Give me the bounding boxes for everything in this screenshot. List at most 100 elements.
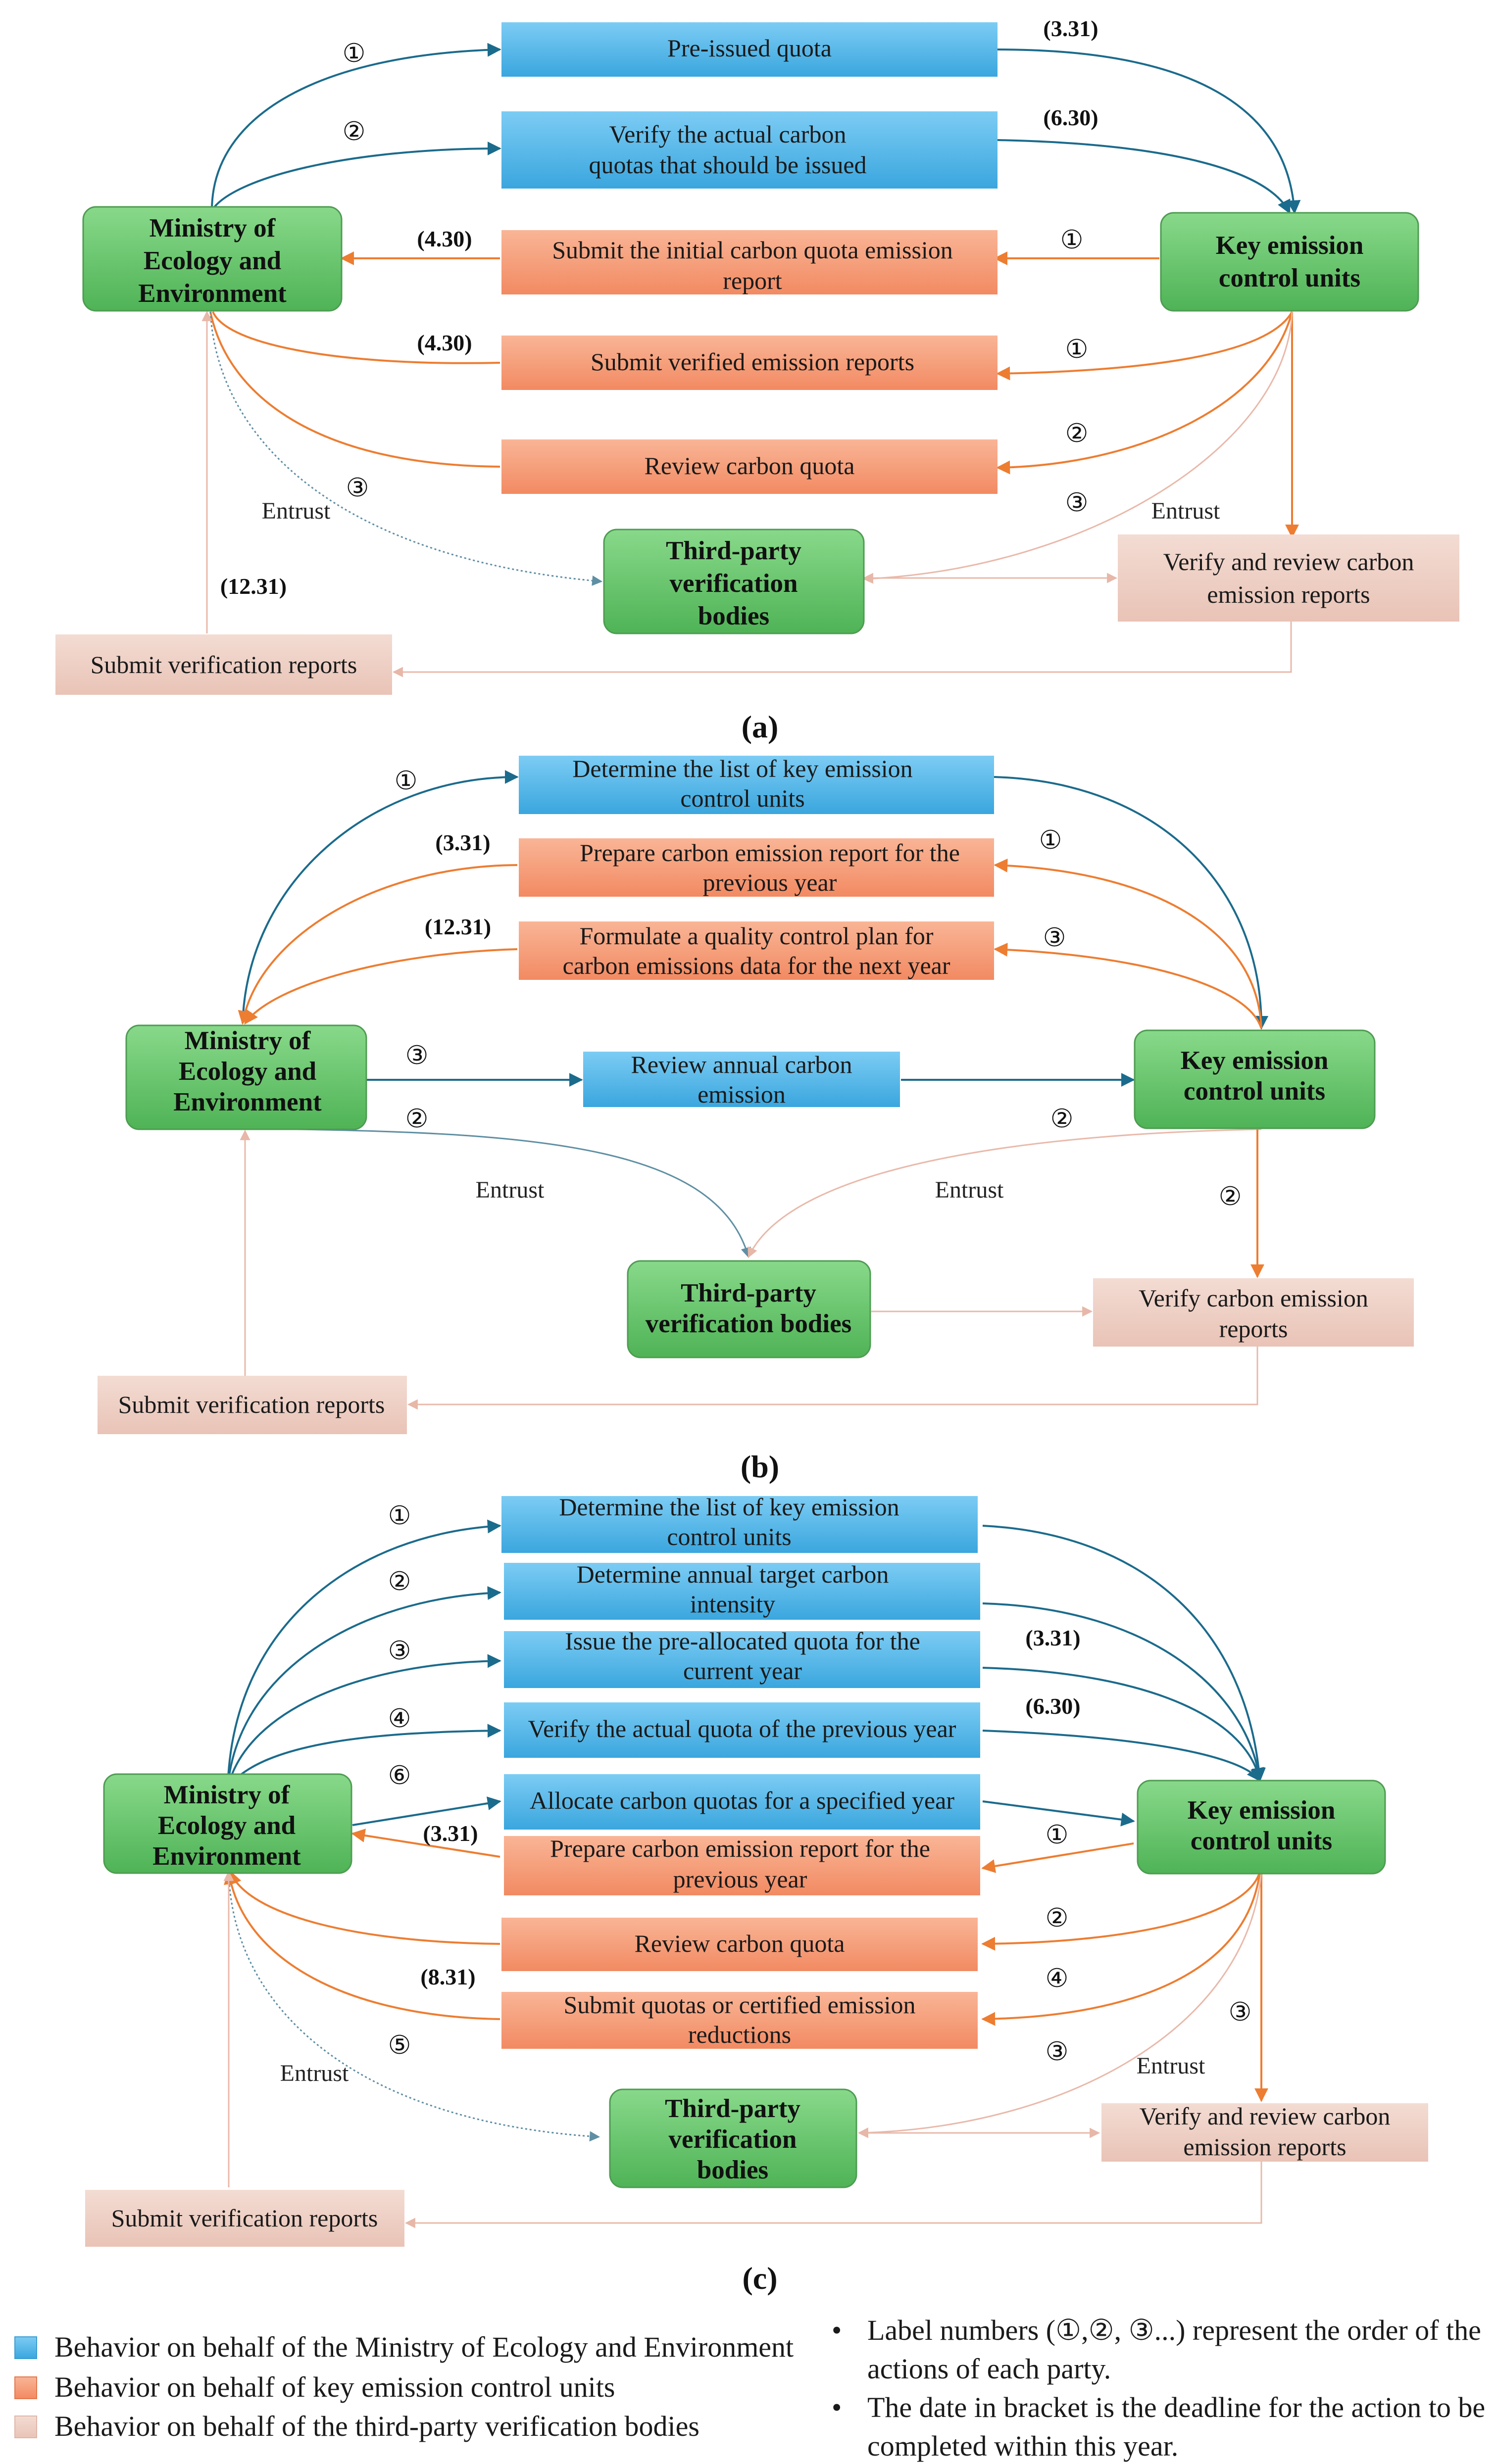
box-review-carbon-quota: Review carbon quota: [501, 439, 998, 494]
text-line: Ministry of: [185, 1026, 311, 1055]
text-line: Ministry of: [164, 1781, 291, 1809]
step-label: ②: [1050, 1104, 1074, 1134]
text-line: control units: [680, 784, 804, 812]
deadline-label: (3.31): [1043, 16, 1098, 41]
entity-text: Key emission control units: [1216, 231, 1364, 292]
step-label: ②: [1046, 1903, 1069, 1933]
text-line: Environment: [138, 279, 287, 308]
step-label: ②: [343, 117, 366, 146]
box-text: Submit the initial carbon quota emission…: [552, 236, 953, 294]
text-line: emission: [698, 1080, 786, 1108]
text-line: Environment: [173, 1088, 322, 1116]
text-line: previous year: [673, 1865, 807, 1893]
box-verify-actual-quota: Verify the actual quota of the previous …: [504, 1702, 980, 1758]
text-line: control units: [1191, 1827, 1332, 1855]
box-text: Pre-issued quota: [667, 34, 832, 62]
box-text: Allocate carbon quotas for a specified y…: [530, 1787, 954, 1814]
legend: Behavior on behalf of the Ministry of Ec…: [14, 2314, 1485, 2462]
note-line: actions of each party.: [867, 2353, 1111, 2385]
box-submit-verification-reports: Submit verification reports: [98, 1376, 407, 1434]
text-line: carbon emissions data for the next year: [562, 952, 950, 979]
text-line: Ecology and: [158, 1811, 296, 1840]
box-text: Submit verified emission reports: [591, 348, 914, 376]
text-line: bodies: [697, 2156, 768, 2184]
step-label: ③: [405, 1041, 429, 1070]
note-line: Label numbers (①,②, ③...) represent the …: [867, 2314, 1481, 2346]
text-line: intensity: [690, 1590, 775, 1618]
deadline-label: (4.30): [417, 330, 472, 355]
entrust-label: Entrust: [280, 2060, 349, 2086]
text-line: Verify and review carbon: [1140, 2102, 1391, 2130]
text-line: verification: [668, 2125, 797, 2154]
text-line: Third-party: [681, 1279, 816, 1307]
note-line: The date in bracket is the deadline for …: [867, 2391, 1485, 2423]
box-text: Submit verification reports: [111, 2204, 378, 2232]
text-line: Key emission: [1188, 1796, 1336, 1825]
text-line: Review annual carbon: [631, 1051, 852, 1078]
text-line: control units: [1219, 264, 1360, 292]
box-review-carbon-quota: Review carbon quota: [501, 1918, 978, 1971]
text-line: verification bodies: [646, 1309, 852, 1338]
box-submit-verification-reports: Submit verification reports: [85, 2190, 404, 2247]
deadline-label: (12.31): [425, 914, 491, 939]
text-line: Submit quotas or certified emission: [563, 1991, 915, 2019]
entrust-label: Entrust: [1137, 2053, 1205, 2079]
box-submit-initial-report: Submit the initial carbon quota emission…: [501, 230, 998, 294]
legend-item-ministry: Behavior on behalf of the Ministry of Ec…: [14, 2331, 794, 2363]
step-label: ③: [1043, 923, 1066, 953]
note-bullet: •: [832, 2314, 842, 2346]
step-label: ③: [346, 473, 369, 503]
text-line: previous year: [703, 869, 837, 896]
text-line: Third-party: [665, 2094, 800, 2123]
step-label: ③: [1229, 1997, 1252, 2027]
text-line: Submit the initial carbon quota emission: [552, 236, 953, 264]
entity-key-emission-units: Key emission control units: [1160, 212, 1419, 312]
deadline-label: (3.31): [423, 1821, 478, 1846]
note-line: completed within this year.: [867, 2430, 1178, 2462]
step-label: ②: [405, 1104, 429, 1134]
legend-label: Behavior on behalf of the Ministry of Ec…: [54, 2331, 794, 2363]
text-line: control units: [1184, 1077, 1325, 1106]
text-line: reductions: [688, 2021, 791, 2048]
text-line: Key emission: [1181, 1046, 1329, 1075]
step-label: ②: [1065, 419, 1089, 448]
text-line: Verify carbon emission: [1139, 1284, 1368, 1312]
box-submit-verified-reports: Submit verified emission reports: [501, 336, 998, 390]
step-label: ②: [1219, 1182, 1242, 1211]
panel-label: (b): [741, 1449, 779, 1484]
step-label: ①: [395, 766, 418, 796]
text-line: Key emission: [1216, 231, 1364, 260]
step-label: ④: [1046, 1964, 1069, 1993]
step-label: ⑥: [388, 1761, 411, 1790]
text-line: Determine annual target carbon: [577, 1560, 889, 1588]
panel-label: (c): [742, 2261, 777, 2296]
legend-item-third-party: Behavior on behalf of the third-party ve…: [14, 2410, 699, 2442]
step-label: ①: [1039, 825, 1062, 855]
deadline-label: (8.31): [420, 1964, 475, 1989]
step-label: ①: [388, 1501, 411, 1531]
